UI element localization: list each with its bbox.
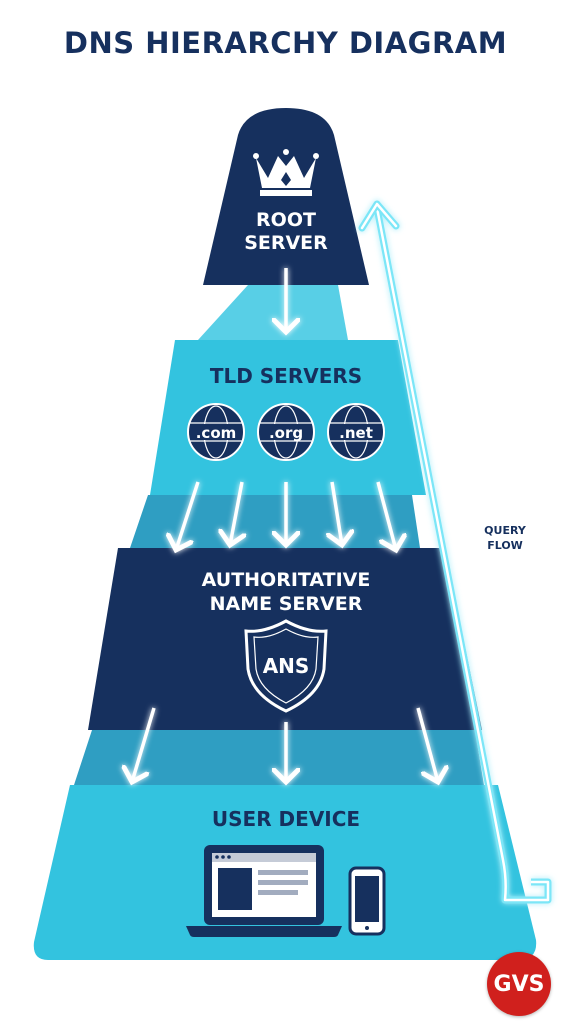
domain-net: .net	[339, 424, 373, 442]
query-flow-label-line1: QUERY	[484, 524, 527, 537]
downward-arrows	[132, 268, 438, 782]
smartphone-icon	[348, 866, 386, 936]
shield-emblem-text: ANS	[263, 654, 310, 678]
query-flow-path	[358, 200, 552, 904]
domain-org: .org	[269, 424, 303, 442]
ribbon-auth-user	[74, 730, 484, 785]
root-label-line2: SERVER	[244, 232, 328, 254]
query-flow-label-line2: FLOW	[487, 539, 523, 552]
globe-icon: .net	[327, 403, 385, 461]
root-server-level	[203, 108, 369, 285]
shield-icon: ANS	[244, 619, 328, 713]
arrow-tld-to-auth-1	[176, 481, 200, 550]
arrow-tld-to-auth-5	[376, 481, 396, 550]
diagram-title: DNS HIERARCHY DIAGRAM	[63, 26, 508, 60]
ribbon-tld-auth	[130, 495, 420, 548]
arrow-auth-to-user-3	[416, 707, 438, 782]
tld-label: TLD SERVERS	[210, 364, 362, 388]
user-device-label: USER DEVICE	[212, 807, 360, 831]
laptop-icon	[186, 845, 342, 937]
globe-icon: .org	[257, 403, 315, 461]
authoritative-label-line1: AUTHORITATIVE	[202, 569, 371, 591]
arrow-tld-to-auth-2	[230, 481, 242, 545]
arrow-tld-to-auth-4	[332, 481, 342, 545]
authoritative-label-line2: NAME SERVER	[210, 593, 363, 615]
gvs-logo: GVS	[487, 952, 551, 1016]
domain-com: .com	[196, 424, 237, 442]
ribbon-root-tld	[198, 285, 348, 340]
globe-icon: .com	[187, 403, 245, 461]
root-label-line1: ROOT	[256, 209, 316, 231]
arrow-auth-to-user-1	[132, 707, 156, 782]
crown-icon	[253, 149, 319, 196]
